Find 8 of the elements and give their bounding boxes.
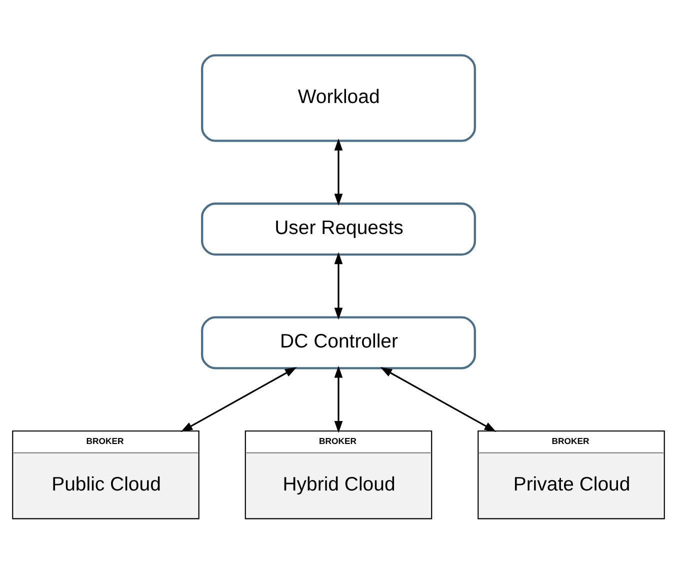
- arrow: [334, 366, 343, 433]
- node-box: User Requests: [201, 202, 476, 256]
- arrow: [380, 367, 496, 432]
- arrow: [334, 138, 343, 206]
- arrow: [334, 252, 343, 320]
- node-box: DC Controller: [201, 316, 476, 370]
- arrow: [180, 367, 297, 432]
- node-box: Workload: [201, 54, 476, 142]
